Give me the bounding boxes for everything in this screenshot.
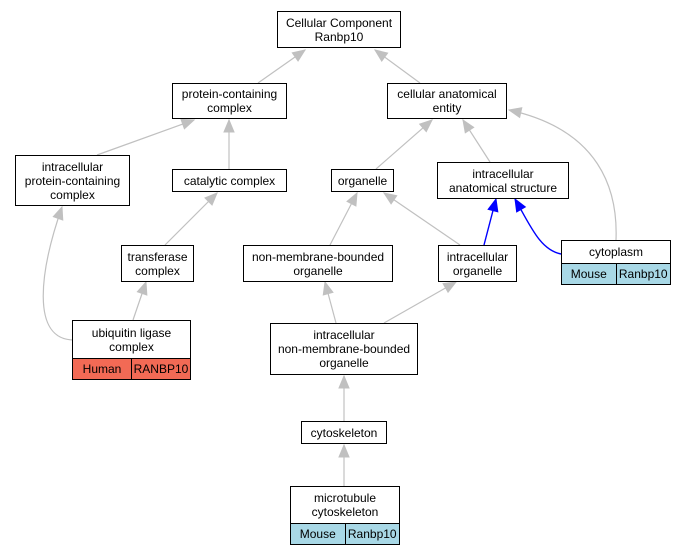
node-protein-containing-complex[interactable]: protein-containing complex [172, 83, 287, 119]
node-label-line2: organelle [293, 263, 343, 278]
edge-cytoskeleton-to-intracellular-non-membrane-bounded-organelle-arrowhead [338, 374, 350, 389]
node-label-line1: microtubule [313, 491, 377, 505]
edge-ubiquitin-ligase-complex-to-transferase-complex-arrowhead [136, 280, 148, 296]
species-tag[interactable]: Mouse [291, 524, 345, 544]
node-label-line2: complex [207, 101, 252, 115]
node-label-line2: non-membrane-bounded [277, 342, 411, 356]
node-label-line2: cytoskeleton [311, 505, 379, 519]
edge-cellular-anatomical-entity-to-root-arrowhead [373, 49, 389, 63]
node-label-line2: complex [109, 339, 154, 354]
node-transferase-complex[interactable]: transferase complex [121, 245, 194, 282]
edge-cytoplasm-to-intracellular-anatomical-structure-arrowhead [514, 197, 527, 213]
edge-intracellular-organelle-to-organelle-arrowhead [382, 192, 398, 205]
node-organelle[interactable]: organelle [331, 169, 394, 192]
edge-cytoplasm-to-cellular-anatomical-entity [508, 109, 617, 241]
edge-intracellular-protein-containing-complex-to-protein-containing-complex-arrowhead [180, 118, 196, 130]
node-label-line1: protein-containing [181, 87, 278, 101]
node-root-line1: Cellular Component [285, 15, 393, 30]
node-label-line2: complex [135, 263, 180, 278]
node-label-line1: cytoskeleton [310, 425, 378, 440]
node-label-line3: complex [50, 187, 95, 202]
edge-intracellular-non-membrane-bounded-organelle-to-intracellular-organelle [383, 281, 457, 324]
gene-tag[interactable]: Ranbp10 [344, 524, 399, 544]
node-label-line1: intracellular [472, 166, 534, 181]
node-non-membrane-bounded-organelle[interactable]: non-membrane-bounded organelle [243, 245, 393, 282]
node-intracellular-anatomical-structure[interactable]: intracellular anatomical structure [437, 162, 569, 199]
node-label-line1: transferase [127, 249, 188, 264]
node-ubiquitin-ligase-complex[interactable]: ubiquitin ligase complex Human RANBP10 [72, 320, 191, 380]
node-label-line1: non-membrane-bounded [251, 249, 385, 264]
species-tag[interactable]: Mouse [562, 264, 616, 284]
edge-intracellular-anatomical-structure-to-cellular-anatomical-entity-arrowhead [462, 118, 475, 134]
node-cytoplasm[interactable]: cytoplasm Mouse Ranbp10 [561, 240, 671, 285]
edge-catalytic-complex-to-protein-containing-complex-arrowhead [223, 118, 235, 133]
node-label-line1: organelle [337, 173, 388, 188]
gene-tag[interactable]: Ranbp10 [615, 264, 670, 284]
species-tag[interactable]: Human [73, 359, 131, 379]
edge-protein-containing-complex-to-root-arrowhead [291, 49, 307, 62]
node-label-line1: cellular anatomical [397, 87, 497, 101]
node-cellular-anatomical-entity[interactable]: cellular anatomical entity [387, 83, 507, 119]
edge-ubiquitin-ligase-complex-to-intracellular-protein-containing-complex [42, 206, 75, 341]
node-root-line2: Ranbp10 [314, 29, 364, 44]
gene-tag[interactable]: RANBP10 [131, 359, 190, 379]
node-cytoskeleton[interactable]: cytoskeleton [301, 421, 387, 444]
edge-intracellular-protein-containing-complex-to-protein-containing-complex [96, 119, 195, 156]
edge-transferase-complex-to-catalytic-complex-arrowhead [204, 192, 218, 206]
node-label-line2: anatomical structure [448, 180, 558, 195]
node-intracellular-organelle[interactable]: intracellular organelle [438, 245, 517, 282]
annotation-tags: Mouse Ranbp10 [291, 523, 399, 544]
node-label-line2: protein-containing [24, 173, 121, 188]
node-label-line1: intracellular [41, 159, 104, 174]
node-label-line1: intracellular [446, 249, 509, 264]
edge-microtubule-cytoskeleton-to-cytoskeleton-arrowhead [338, 443, 350, 458]
node-label-line1: cytoplasm [588, 245, 644, 259]
edge-intracellular-non-membrane-bounded-organelle-to-non-membrane-bounded-organelle-arrowhead [322, 280, 334, 296]
edge-cytoplasm-to-cellular-anatomical-entity-arrowhead [507, 107, 523, 119]
node-label-line1: catalytic complex [183, 173, 276, 188]
node-label-line2: organelle [452, 263, 503, 278]
edge-intracellular-non-membrane-bounded-organelle-to-intracellular-organelle-arrowhead [442, 281, 458, 294]
node-microtubule-cytoskeleton[interactable]: microtubule cytoskeleton Mouse Ranbp10 [290, 486, 400, 545]
node-catalytic-complex[interactable]: catalytic complex [172, 169, 287, 192]
edge-ubiquitin-ligase-complex-to-intracellular-protein-containing-complex-arrowhead [52, 205, 64, 221]
node-intracellular-protein-containing-complex[interactable]: intracellular protein-containing complex [15, 155, 130, 206]
edge-non-membrane-bounded-organelle-to-organelle-arrowhead [346, 191, 358, 207]
node-intracellular-non-membrane-bounded-organelle[interactable]: intracellular non-membrane-bounded organ… [270, 323, 418, 375]
node-label-line2: entity [432, 101, 462, 115]
edge-organelle-to-cellular-anatomical-entity-arrowhead [418, 119, 433, 133]
annotation-tags: Mouse Ranbp10 [562, 263, 670, 284]
node-label-line1: ubiquitin ligase [91, 325, 172, 340]
annotation-tags: Human RANBP10 [73, 358, 190, 379]
node-root[interactable]: Cellular Component Ranbp10 [277, 11, 401, 48]
node-label-line1: intracellular [313, 328, 375, 342]
edge-intracellular-organelle-to-organelle [383, 192, 461, 246]
edge-intracellular-organelle-to-intracellular-anatomical-structure-arrowhead [487, 197, 499, 213]
node-label-line3: organelle [319, 356, 369, 370]
